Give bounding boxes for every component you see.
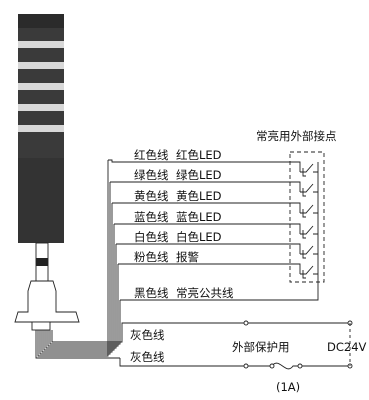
tower-cap [18, 14, 64, 28]
tower-mount-nut [31, 321, 51, 331]
contact-switches [300, 163, 318, 279]
tower-tier [18, 28, 64, 158]
wire-yellow-color-label: 黄色线 [134, 189, 169, 203]
power-wire-1-label: 灰色线 [130, 328, 165, 342]
wire-white-function-label: 白色LED [176, 230, 222, 244]
wire-green-function-label: 绿色LED [176, 168, 222, 182]
signal-wires [108, 159, 301, 301]
contact-box-title: 常亮用外部接点 [256, 129, 337, 143]
wire-pink-function-label: 报警 [176, 250, 199, 264]
power-wires [119, 320, 353, 369]
wire-white-color-label: 白色线 [134, 230, 169, 244]
tower-light-bands [18, 41, 64, 132]
wire-pink-color-label: 粉色线 [134, 250, 169, 264]
signal-tower [14, 14, 80, 331]
power-wire-2-label: 灰色线 [130, 350, 165, 364]
cable-bundle [35, 160, 123, 359]
wire-black-color-label: 黑色线 [134, 286, 169, 300]
wire-red-color-label: 红色线 [134, 148, 169, 162]
wire-blue-function-label: 蓝色LED [176, 210, 222, 224]
contact-box-outline [289, 151, 325, 283]
fuse-label: 外部保护用 [232, 340, 290, 354]
tower-bracket [14, 280, 80, 323]
fuse-rating-label: (1A) [276, 380, 301, 394]
wire-green-color-label: 绿色线 [134, 168, 169, 182]
wire-blue-color-label: 蓝色线 [134, 210, 169, 224]
dc-supply-label: DC24V [327, 340, 367, 354]
tower-base-block [18, 158, 64, 243]
wire-black-function-label: 常亮公共线 [176, 286, 234, 300]
fuse-symbol [269, 362, 303, 370]
wire-red-function-label: 红色LED [176, 148, 222, 162]
wire-yellow-function-label: 黄色LED [176, 189, 222, 203]
external-contact-box [289, 151, 325, 301]
